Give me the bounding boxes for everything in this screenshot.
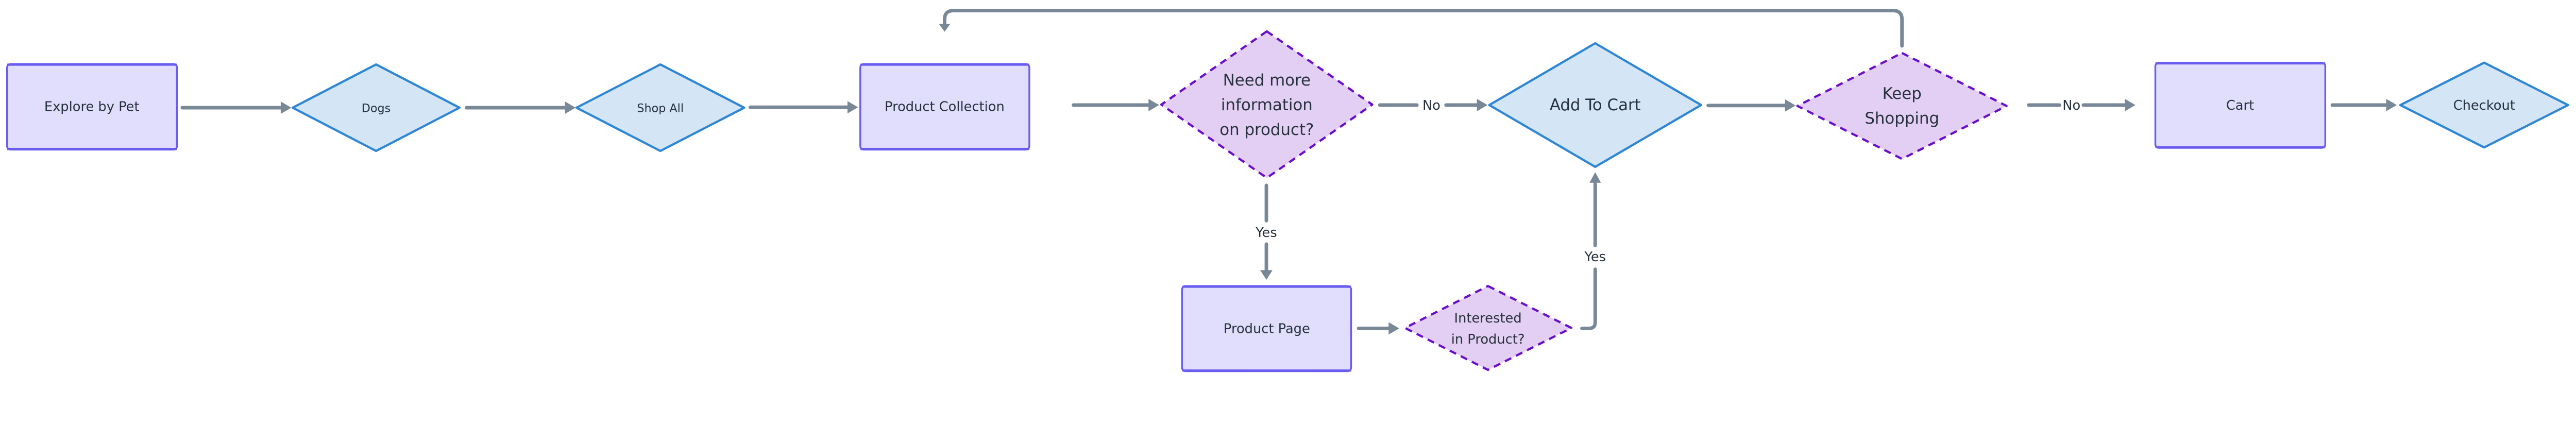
node-dogs[interactable]: Dogs [291,63,461,152]
edge-label-yes: Yes [1584,249,1606,265]
node-label-line: Shopping [1865,109,1939,128]
edge-label-yes: Yes [1255,225,1277,241]
edge-collection-to-needmore [1072,98,1159,111]
node-product-collection[interactable]: Product Collection [859,63,1030,151]
node-label: Product Collection [885,99,1005,115]
edge-explore-to-dogs [180,101,292,114]
node-product-page[interactable]: Product Page [1181,285,1352,372]
edge-label-no: No [1422,98,1440,113]
node-label: Shop All [637,101,684,115]
edge-cart-to-checkout [2330,98,2397,111]
node-label: Explore by Pet [44,99,140,115]
node-need-more-information[interactable]: Need more information on product? [1160,30,1374,179]
node-keep-shopping[interactable]: Keep Shopping [1796,52,2008,160]
node-label: Cart [2226,98,2254,113]
node-shop-all[interactable]: Shop All [575,63,745,152]
node-label: Add To Cart [1550,96,1641,114]
edge-addtocart-to-keepshopping [1706,99,1796,112]
node-label-line: in Product? [1451,332,1525,347]
edge-dogs-to-shopall [465,101,576,114]
node-cart[interactable]: Cart [2154,61,2327,149]
edge-productpage-to-interested [1357,322,1399,335]
node-checkout[interactable]: Checkout [2399,61,2569,149]
edge-interested-yes-to-addtocart: Yes [1580,172,1606,330]
edge-keepshopping-no-to-cart: No [2027,98,2136,113]
node-label-line: Keep [1883,84,1922,103]
edge-shopall-to-collection [749,101,858,114]
edge-needmore-no-to-addtocart: No [1378,98,1488,113]
node-label-line: Need more [1223,71,1311,90]
edge-label-no: No [2062,98,2080,113]
node-label-line: on product? [1219,121,1314,139]
edge-needmore-yes-to-productpage: Yes [1255,183,1277,280]
node-label: Product Page [1224,321,1310,337]
node-explore-by-pet[interactable]: Explore by Pet [6,63,178,151]
node-label-line: Interested [1454,311,1522,326]
node-label: Checkout [2453,98,2515,113]
flowchart-canvas: No No Yes Yes Explore by Pet [6,9,2569,372]
node-label-line: information [1221,96,1313,114]
node-label: Dogs [362,101,391,115]
node-add-to-cart[interactable]: Add To Cart [1488,42,1703,168]
edge-keepshopping-loop-to-collection [939,9,1904,48]
node-interested-in-product[interactable]: Interested in Product? [1403,285,1573,371]
